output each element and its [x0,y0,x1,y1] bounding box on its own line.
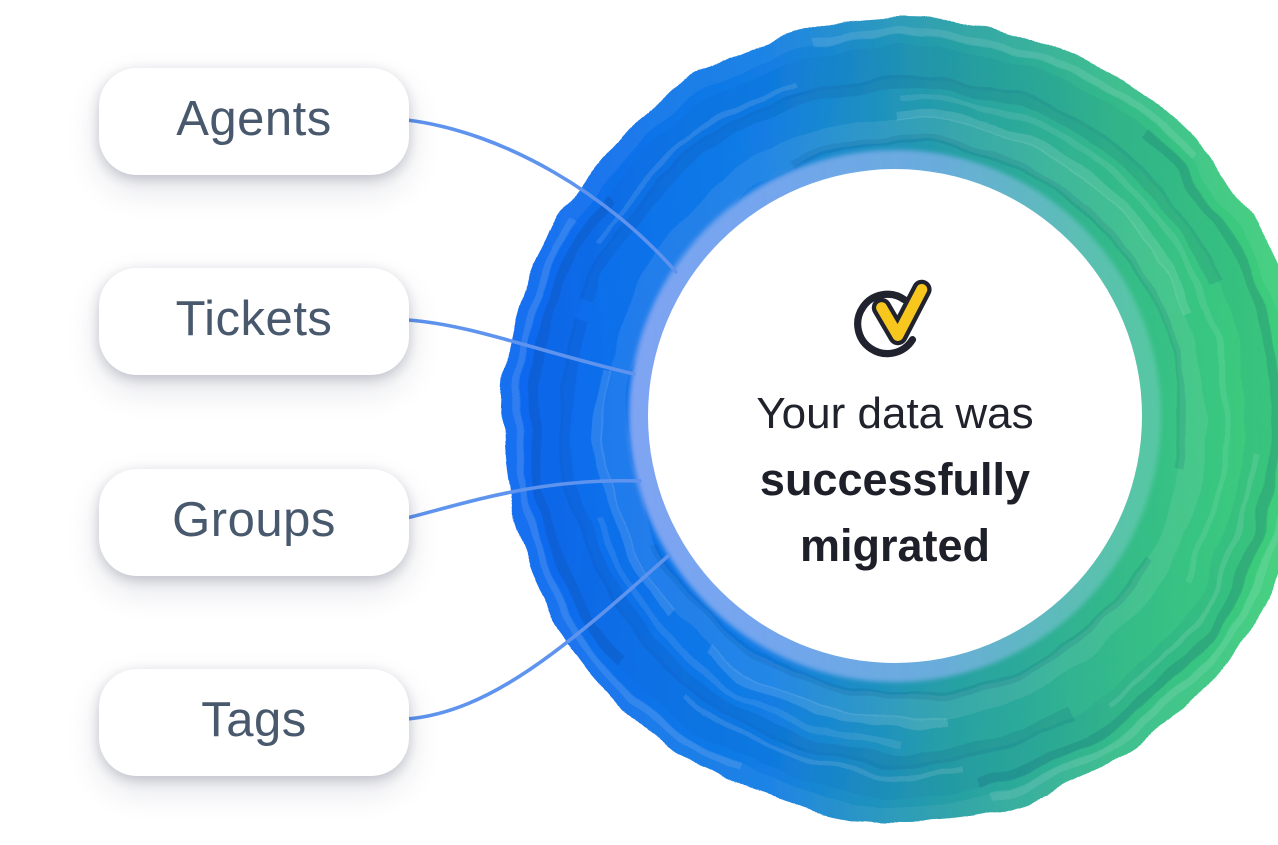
connector-tickets [405,318,636,376]
success-message-block: Your data was successfully migrated [675,279,1115,579]
pill-tickets-label: Tickets [175,292,333,346]
pill-agents: Agents [99,68,409,175]
connector-tags [405,554,670,721]
pill-tags: Tags [99,669,409,776]
pill-groups-label: Groups [172,493,336,547]
check-mark [876,284,928,341]
check-circle-outline [854,290,917,358]
pill-groups: Groups [99,469,409,576]
pill-tags-label: Tags [201,693,307,747]
check-circle-icon [854,279,932,358]
center-circle [648,169,1142,663]
success-message-regular: Your data was [756,389,1034,438]
pill-agents-label: Agents [176,92,332,146]
pill-tickets: Tickets [99,268,409,375]
inner-halo-ring [629,150,1161,682]
connector-agents [405,118,678,274]
connector-groups [405,478,642,520]
connector-lines [405,118,678,721]
success-message-bold: successfully migrated [759,454,1031,571]
